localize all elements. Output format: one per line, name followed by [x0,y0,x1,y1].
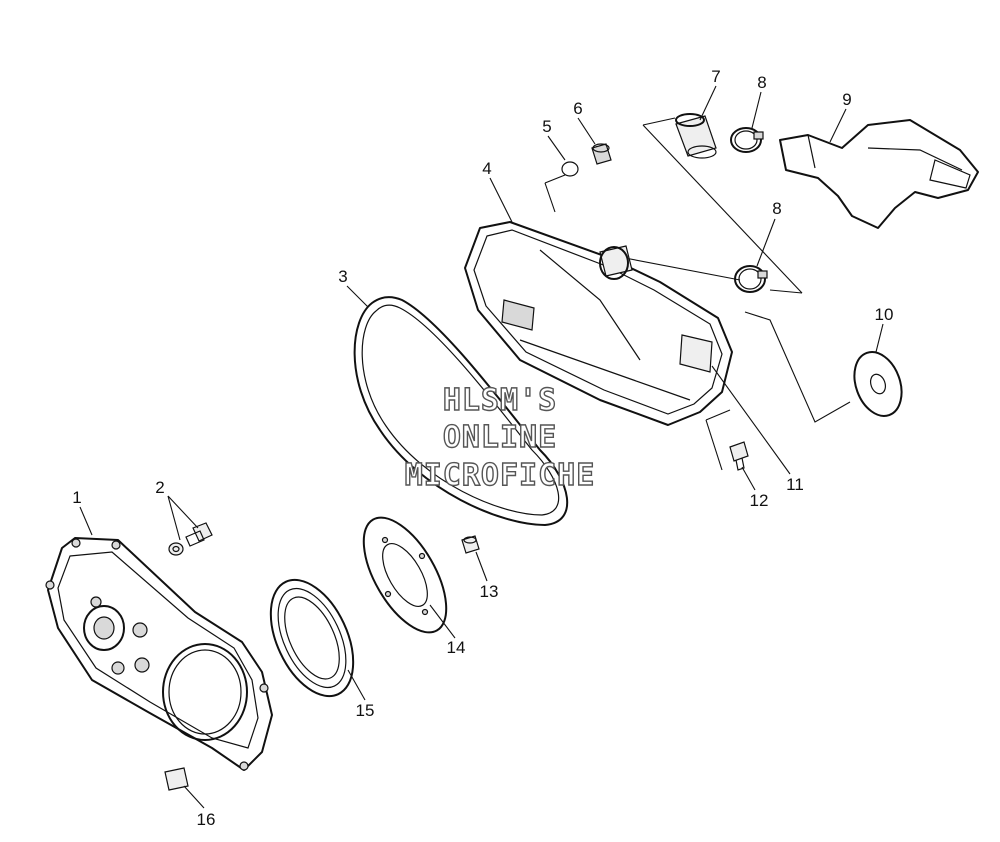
callout-3: 3 [338,267,347,286]
decal [164,767,189,791]
watermark-line-3: MICROFICHE [405,458,596,493]
callout-16: 16 [197,810,216,829]
disc-plate [362,516,448,634]
assembly-guide-lines [544,117,851,471]
drive-belt [353,296,569,526]
intake-duct [779,119,979,229]
screw [729,441,749,471]
leader-lines [79,85,884,809]
hose-clamp-lower [734,265,768,293]
gasket-disc [853,351,903,417]
callout-6: 6 [573,99,582,118]
callout-1: 1 [72,488,81,507]
o-ring [561,161,579,177]
small-screw [461,535,480,554]
callout-7: 7 [711,67,720,86]
callout-10: 10 [875,305,894,324]
callout-8-lower: 8 [772,199,781,218]
callout-9: 9 [842,90,851,109]
callout-8-upper: 8 [757,73,766,92]
callout-14: 14 [447,638,466,657]
callout-11: 11 [786,475,804,494]
watermark-line-1: HLSM'S [443,383,557,418]
bolt-and-washer [168,522,213,556]
inner-clutch-cover [45,537,273,771]
callout-4: 4 [482,159,491,178]
watermark-line-2: ONLINE [443,420,557,455]
drain-plug [591,143,612,165]
callout-15: 15 [356,701,375,720]
callout-12: 12 [750,491,769,510]
seal-ring [269,578,355,698]
callout-13: 13 [480,582,499,601]
callout-5: 5 [542,117,551,136]
hose-clamp-upper [730,127,764,153]
duct-coupler [675,113,717,159]
callout-labels: 1 2 3 4 5 6 7 8 8 9 10 11 12 13 14 15 16 [72,67,893,829]
watermark: HLSM'S ONLINE MICROFICHE [404,382,596,493]
outer-clutch-cover [464,221,733,426]
callout-2: 2 [155,478,164,497]
